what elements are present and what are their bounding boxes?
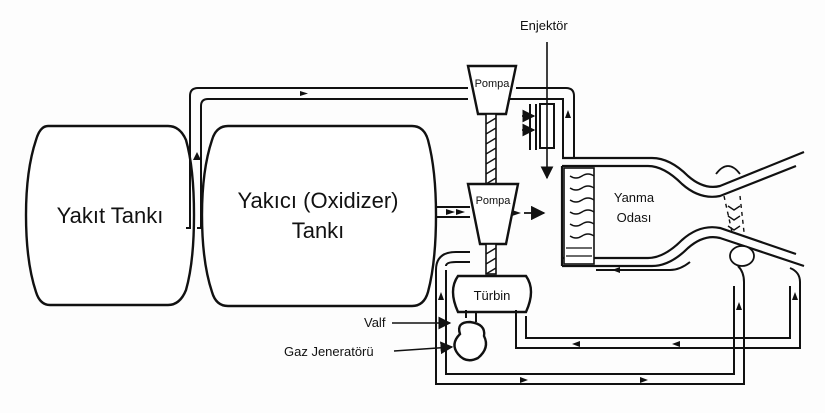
injector-label: Enjektör — [520, 18, 568, 33]
injector-feed — [512, 42, 555, 221]
valve-label: Valf — [364, 315, 386, 330]
fuel-tank-label: Yakıt Tankı — [57, 203, 164, 228]
oxidizer-tank-label-line2: Tankı — [292, 218, 345, 243]
turbine-shaft — [485, 243, 497, 275]
turbine: Türbin — [451, 274, 533, 314]
bottom-pump-label: Pompa — [476, 195, 512, 207]
gas-generator-arrow — [393, 341, 454, 355]
pump-shaft — [485, 113, 497, 185]
fuel-pump-outlet-line — [510, 87, 575, 158]
return-lines — [435, 251, 801, 385]
oxidizer-tank-label-line1: Yakıcı (Oxidizer) — [238, 188, 399, 213]
oxidizer-feed-line — [436, 206, 470, 218]
gas-generator-label: Gaz Jeneratörü — [284, 344, 374, 359]
turbine-label: Türbin — [474, 288, 511, 303]
fuel-feed-line — [186, 87, 468, 229]
chamber-label-line2: Odası — [617, 210, 652, 225]
top-pump-label: Pompa — [475, 78, 511, 90]
oxidizer-tank — [200, 124, 438, 308]
chamber-label-line1: Yanma — [614, 190, 655, 205]
callouts: Enjektör Valf Gaz Jeneratörü — [284, 18, 568, 359]
bottom-pump: Pompa — [466, 182, 520, 246]
top-pump: Pompa — [466, 64, 518, 116]
combustion-chamber: Yanma Odası — [560, 150, 805, 268]
gas-generator — [453, 310, 488, 362]
